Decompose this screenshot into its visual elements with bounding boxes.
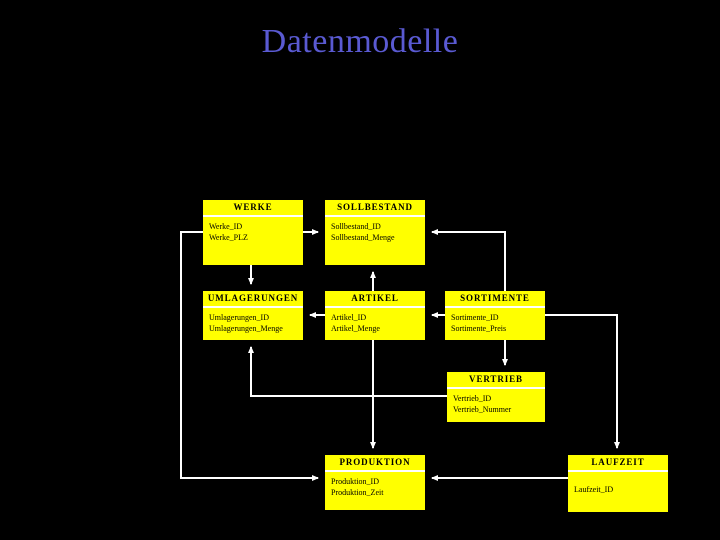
entity-umlagerungen-title: UMLAGERUNGEN (203, 291, 303, 308)
entity-werke[interactable]: WERKE Werke_ID Werke_PLZ (203, 200, 303, 265)
entity-field: Umlagerungen_Menge (209, 324, 283, 333)
entity-field: Sollbestand_Menge (331, 233, 395, 242)
entity-field: Artikel_ID (331, 313, 367, 322)
connector-sortimente-sollbestand (431, 229, 506, 291)
entity-sortimente-title: SORTIMENTE (445, 291, 545, 308)
entity-field: Werke_ID (209, 222, 243, 231)
entity-produktion-title: PRODUKTION (325, 455, 425, 472)
entity-field: Sortimente_Preis (451, 324, 507, 333)
entity-vertrieb-title: VERTRIEB (447, 372, 545, 389)
entity-field: Artikel_Menge (331, 324, 380, 333)
entity-field: Sortimente_ID (451, 313, 499, 322)
entity-sortimente-fields: Sortimente_ID Sortimente_Preis (445, 308, 545, 337)
entity-artikel[interactable]: ARTIKEL Artikel_ID Artikel_Menge (325, 291, 425, 340)
entity-artikel-title: ARTIKEL (325, 291, 425, 308)
entity-vertrieb-fields: Vertrieb_ID Vertrieb_Nummer (447, 389, 545, 418)
entity-field: Vertrieb_ID (453, 394, 492, 403)
entity-umlagerungen[interactable]: UMLAGERUNGEN Umlagerungen_ID Umlagerunge… (203, 291, 303, 340)
entity-artikel-fields: Artikel_ID Artikel_Menge (325, 308, 425, 337)
entity-laufzeit-title: LAUFZEIT (568, 455, 668, 472)
entity-field: Sollbestand_ID (331, 222, 381, 231)
entity-werke-fields: Werke_ID Werke_PLZ (203, 217, 303, 246)
connector-vertrieb-umlagerungen (248, 346, 447, 397)
entity-laufzeit-fields: Laufzeit_ID (568, 472, 668, 498)
connector-sortimente-laufzeit (545, 314, 620, 449)
entity-field: Werke_PLZ (209, 233, 248, 242)
entity-field: Umlagerungen_ID (209, 313, 269, 322)
entity-sollbestand-title: SOLLBESTAND (325, 200, 425, 217)
entity-produktion[interactable]: PRODUKTION Produktion_ID Produktion_Zeit (325, 455, 425, 510)
entity-sollbestand[interactable]: SOLLBESTAND Sollbestand_ID Sollbestand_M… (325, 200, 425, 265)
entity-laufzeit[interactable]: LAUFZEIT Laufzeit_ID (568, 455, 668, 512)
entity-field: Produktion_ID (331, 477, 379, 486)
entity-sollbestand-fields: Sollbestand_ID Sollbestand_Menge (325, 217, 425, 246)
entity-werke-title: WERKE (203, 200, 303, 217)
entity-produktion-fields: Produktion_ID Produktion_Zeit (325, 472, 425, 501)
entity-vertrieb[interactable]: VERTRIEB Vertrieb_ID Vertrieb_Nummer (447, 372, 545, 422)
entity-field: Vertrieb_Nummer (453, 405, 512, 414)
page-title: Datenmodelle (261, 23, 459, 60)
entity-field: Produktion_Zeit (331, 488, 384, 497)
entity-field: Laufzeit_ID (574, 485, 614, 494)
entity-umlagerungen-fields: Umlagerungen_ID Umlagerungen_Menge (203, 308, 303, 337)
entity-sortimente[interactable]: SORTIMENTE Sortimente_ID Sortimente_Prei… (445, 291, 545, 340)
connector-werke-produktion (180, 231, 319, 481)
